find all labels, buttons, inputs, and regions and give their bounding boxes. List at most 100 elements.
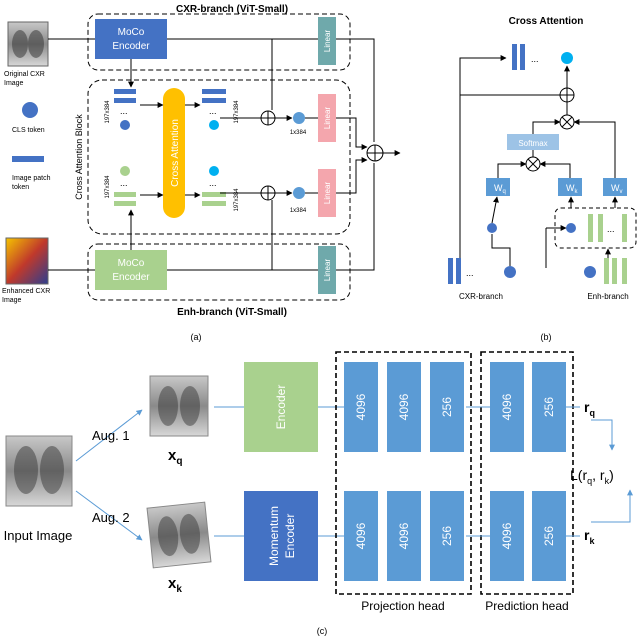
dots: ...: [531, 54, 539, 64]
token-stack-bottom-left: ...: [114, 166, 136, 206]
line-cxr-cls-up: [491, 234, 511, 266]
arrow-linear-top-to-sum: [336, 38, 375, 142]
projection-head-label: Projection head: [361, 599, 444, 613]
projection-block: [430, 491, 464, 581]
xk-image: [146, 501, 212, 569]
caption-c: (c): [317, 626, 328, 636]
momentum-label-2: Encoder: [283, 514, 297, 559]
prediction-head-label: Prediction head: [485, 599, 568, 613]
wq-box: [486, 178, 510, 196]
arrow-linear-mid-top-to-sum: [336, 117, 368, 150]
prediction-block: [532, 491, 566, 581]
loss-label: L(rq, rk): [570, 467, 614, 486]
legend-cls-text: CLS token: [12, 127, 45, 134]
b-cxr-branch-label: CXR-branch: [459, 292, 503, 301]
projection-block-label: 4096: [354, 393, 368, 420]
rk-sub: k: [589, 536, 595, 546]
rq-label: rq: [584, 399, 595, 418]
enhanced-label-1: Enhanced CXR: [2, 288, 50, 295]
dots: ...: [466, 268, 474, 278]
output-tokens: ...: [512, 44, 573, 70]
linear-mid-top-label: Linear: [323, 107, 332, 130]
kv-dashed-box: [554, 207, 637, 249]
wv-sub: v: [620, 189, 623, 195]
xk-text: x: [168, 575, 177, 592]
arrow-aug2: [75, 490, 143, 541]
arrow-aug1: [75, 409, 143, 462]
legend-cls-icon: [22, 102, 38, 118]
enh-branch-box: [87, 243, 351, 301]
caption-b: (b): [541, 332, 552, 342]
projection-block: [430, 362, 464, 452]
dots: ...: [120, 106, 128, 116]
prediction-block: [490, 362, 524, 452]
wk-text: W: [566, 183, 575, 193]
wq-label: Wq: [494, 183, 506, 195]
linear-mid-bottom-label: Linear: [323, 182, 332, 205]
legend-patch-text-1: Image patch: [12, 175, 51, 182]
arrow-linear-bottom-to-sum: [336, 163, 375, 271]
encoder-label: Encoder: [274, 385, 288, 430]
moco-encoder-bottom: [95, 250, 167, 290]
dots: ...: [209, 106, 217, 116]
panel-c: Input Image Aug. 1 Aug. 2 xq xk Encoder …: [4, 351, 633, 636]
moco-encoder-top: [95, 19, 167, 59]
enh-branch-tokens: [584, 258, 627, 284]
b-enh-branch-label: Enh-branch: [587, 292, 628, 301]
cls-out-bottom: [293, 187, 305, 199]
momentum-label-1: Momentum: [267, 506, 281, 566]
lung-right-shape: [28, 30, 44, 58]
token-stack-bottom-right: ...: [202, 166, 226, 206]
prediction-block: [532, 362, 566, 452]
linear-mid-bottom: [318, 169, 336, 217]
dim-1-bottom: 1x384: [290, 208, 307, 214]
dim-197-tl: 197x384: [105, 100, 111, 124]
wv-label: Wv: [611, 183, 623, 195]
xk-image-group: [146, 501, 212, 569]
moco-bottom-line1: MoCo: [118, 258, 145, 269]
wk-sub: k: [575, 189, 579, 195]
wk-label: Wk: [566, 183, 579, 195]
encoder-box: [244, 362, 318, 452]
prediction-block-label: 256: [542, 397, 556, 417]
original-cxr-label-2: Image: [4, 80, 24, 87]
softmax-box: [507, 134, 559, 150]
xq-sub: q: [176, 456, 182, 467]
loss-mid: , r: [592, 467, 605, 483]
arrow-rk-to-loss: [591, 489, 633, 523]
times-b: [561, 116, 573, 128]
lung-right-shape: [179, 513, 201, 554]
dots: ...: [209, 178, 217, 188]
cross-attention-pill: [163, 88, 185, 218]
cls-out-top: [293, 112, 305, 124]
xq-text: x: [168, 447, 177, 464]
input-image-label: Input Image: [4, 528, 73, 543]
token-stack-top-right: ...: [202, 89, 226, 130]
legend-patch-text-2: token: [12, 184, 29, 191]
caption-a: (a): [191, 332, 202, 342]
wv-text: W: [611, 183, 620, 193]
arrow-rq-to-loss: [591, 419, 615, 451]
moco-bottom-line2: Encoder: [112, 272, 150, 283]
lung-left-shape: [14, 446, 38, 494]
prediction-block-label: 4096: [500, 393, 514, 420]
moco-top-line1: MoCo: [118, 27, 145, 38]
cross-attention-block-box: [87, 79, 351, 235]
projection-block-label: 4096: [397, 393, 411, 420]
wq-sub: q: [503, 189, 506, 195]
loss-q: q: [587, 476, 592, 486]
loss-k: k: [605, 476, 610, 486]
lung-left-shape: [157, 516, 179, 557]
projection-block-label: 4096: [354, 522, 368, 549]
lung-right-shape: [180, 386, 200, 426]
dim-197-bl: 197x384: [105, 175, 111, 199]
projection-block: [344, 362, 378, 452]
softmax-label: Softmax: [518, 139, 547, 148]
original-cxr-label-1: Original CXR: [4, 71, 45, 78]
arrow-linear-mid-bottom-to-sum: [336, 157, 368, 194]
wk-box: [558, 178, 582, 196]
cxr-branch-box: [87, 13, 351, 71]
